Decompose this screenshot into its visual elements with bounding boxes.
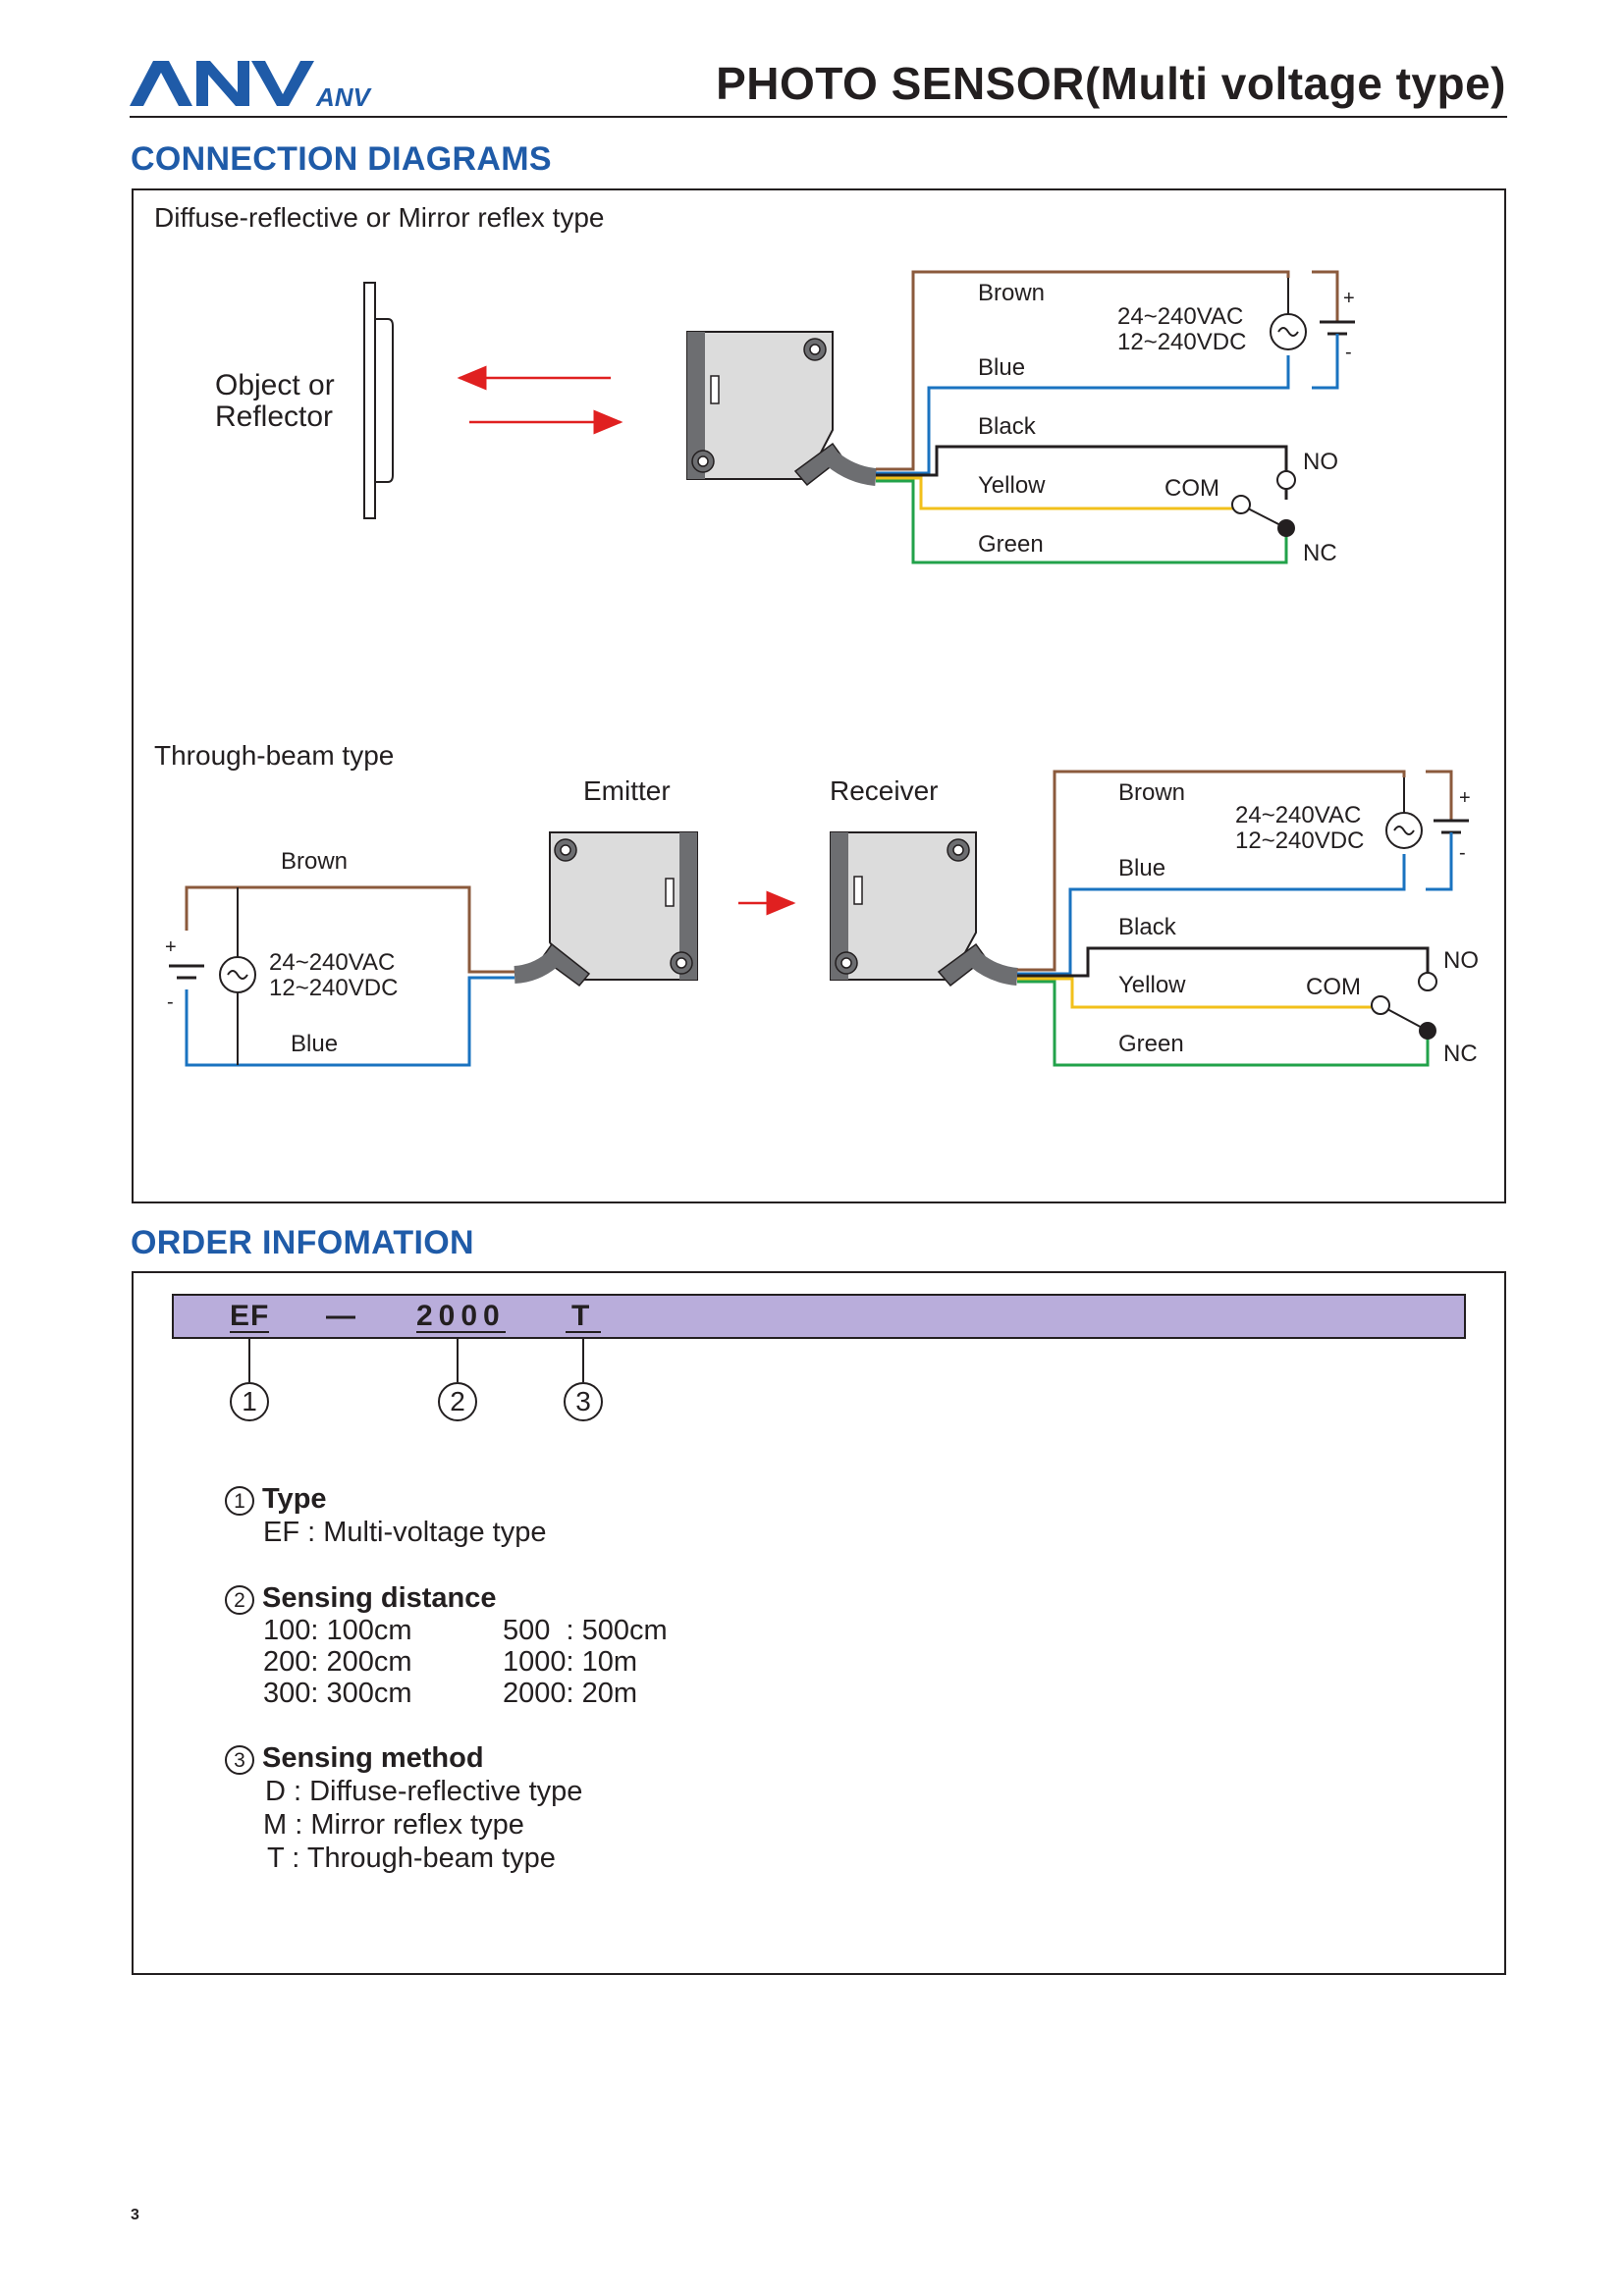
sensor-body-emitter (514, 831, 698, 988)
emitter-wire-blue: Blue (291, 1031, 339, 1057)
receiver-label: Receiver (830, 775, 939, 806)
receiver-wires (1017, 770, 1430, 1067)
object-label-line1: Object or (215, 369, 335, 401)
no-label: NO (1303, 449, 1338, 475)
reflector-graphic (363, 282, 394, 519)
page-number: 3 (131, 2207, 139, 2223)
sensor-body-diffuse (686, 331, 878, 487)
emitter-voltage-dc: 12~240VDC (269, 975, 399, 1001)
emitter-voltage-ac: 24~240VAC (269, 949, 396, 976)
distance-heading: Sensing distance (262, 1582, 497, 1614)
diffuse-power-source (1270, 270, 1355, 390)
wire-label-blue: Blue (978, 354, 1026, 381)
receiver-voltage-dc: 12~240VDC (1235, 828, 1365, 854)
marker-3: 3 (564, 1382, 603, 1421)
receiver-nc-label: NC (1443, 1041, 1478, 1067)
type-marker: 1 (225, 1486, 254, 1516)
model-code-bar (172, 1294, 1466, 1339)
receiver-no-label: NO (1443, 947, 1479, 974)
wire-label-black: Black (978, 413, 1036, 440)
distance-option: 100: 100cm (263, 1615, 412, 1646)
code-distance-segment: 2000 (416, 1300, 506, 1333)
distance-option: 1000: 10m (503, 1646, 638, 1678)
type-option: EF : Multi-voltage type (263, 1517, 547, 1548)
header-divider (130, 116, 1507, 118)
receiver-plus-sign: + (1459, 787, 1471, 809)
wire-label-brown: Brown (978, 280, 1046, 306)
diffuse-wires (876, 270, 1290, 564)
minus-sign: - (1345, 342, 1352, 363)
receiver-wire-black: Black (1118, 914, 1176, 940)
diffuse-relay-contacts (1231, 470, 1296, 537)
com-label: COM (1164, 475, 1219, 502)
receiver-relay-contacts (1371, 972, 1437, 1040)
code-method-segment: T (566, 1302, 602, 1333)
sensor-body-receiver (830, 831, 1019, 988)
marker-2: 2 (438, 1382, 477, 1421)
page-title: PHOTO SENSOR(Multi voltage type) (716, 58, 1506, 109)
marker-1: 1 (230, 1382, 269, 1421)
distance-option: 500 : 500cm (503, 1615, 668, 1646)
order-info-frame (132, 1271, 1506, 1975)
receiver-wire-blue: Blue (1118, 855, 1166, 881)
connection-section-title: CONNECTION DIAGRAMS (131, 140, 552, 178)
plus-sign: + (1343, 288, 1355, 309)
type-heading: Type (262, 1483, 327, 1515)
method-heading: Sensing method (262, 1742, 484, 1774)
method-marker: 3 (225, 1745, 254, 1775)
object-label-line2: Reflector (215, 400, 334, 433)
voltage-dc-label: 12~240VDC (1117, 329, 1247, 355)
distance-option: 200: 200cm (263, 1646, 412, 1678)
method-option: D : Diffuse-reflective type (265, 1776, 583, 1807)
method-option: M : Mirror reflex type (263, 1809, 524, 1841)
receiver-wire-yellow: Yellow (1118, 972, 1186, 998)
voltage-ac-label: 24~240VAC (1117, 303, 1244, 330)
emitter-power-source (169, 887, 256, 1065)
emitter-minus-sign: - (167, 991, 174, 1013)
distance-option: 2000: 20m (503, 1678, 638, 1709)
receiver-power-source (1385, 770, 1469, 891)
emitter-plus-sign: + (165, 936, 177, 958)
order-section-title: ORDER INFOMATION (131, 1224, 474, 1261)
receiver-wire-brown: Brown (1118, 779, 1186, 806)
nc-label: NC (1303, 540, 1337, 566)
distance-option: 300: 300cm (263, 1678, 412, 1709)
receiver-voltage-ac: 24~240VAC (1235, 802, 1362, 828)
diffuse-subtitle: Diffuse-reflective or Mirror reflex type (154, 202, 605, 233)
emitter-wires (185, 885, 514, 1067)
distance-marker: 2 (225, 1585, 254, 1615)
emitter-label: Emitter (583, 775, 671, 806)
brand-small-text: ANV (315, 82, 373, 110)
wire-label-green: Green (978, 531, 1044, 558)
receiver-com-label: COM (1306, 974, 1361, 1000)
emitter-wire-brown: Brown (281, 848, 349, 875)
receiver-minus-sign: - (1459, 842, 1466, 864)
receiver-wire-green: Green (1118, 1031, 1184, 1057)
wire-label-yellow: Yellow (978, 472, 1046, 499)
through-beam-subtitle: Through-beam type (154, 740, 395, 771)
method-option: T : Through-beam type (267, 1842, 556, 1874)
anv-logo: ANV (130, 61, 373, 110)
code-dash: — (326, 1300, 355, 1332)
code-type-segment: EF (230, 1300, 270, 1333)
